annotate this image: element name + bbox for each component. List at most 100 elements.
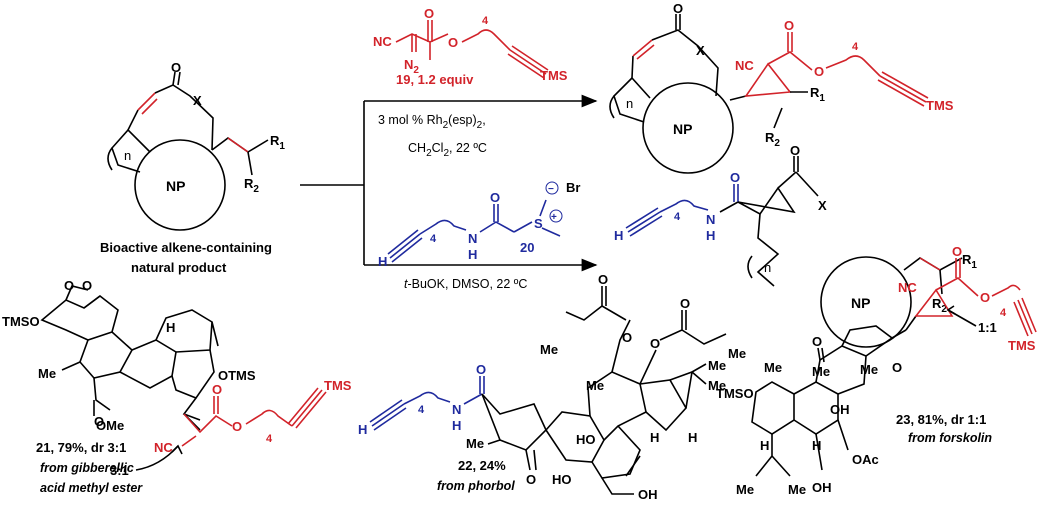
compound-22-source: from phorbol (437, 479, 515, 493)
svg-text:TMS: TMS (540, 68, 568, 83)
svg-text:OH: OH (830, 402, 850, 417)
svg-text:Me: Me (860, 362, 878, 377)
svg-text:O: O (448, 35, 458, 50)
svg-text:O: O (490, 190, 500, 205)
reagent-20: H 4 N H O S − + Br (378, 180, 580, 269)
condition-2: t-BuOK, DMSO, 22 ºC (404, 277, 527, 291)
svg-text:Me: Me (764, 360, 782, 375)
svg-text:H: H (760, 438, 769, 453)
np-label: NP (166, 178, 185, 194)
svg-text:O: O (892, 360, 902, 375)
svg-text:O: O (730, 170, 740, 185)
svg-text:O: O (232, 419, 242, 434)
svg-text:4: 4 (674, 211, 681, 223)
svg-text:O: O (598, 272, 608, 287)
reagent-20-label: 20 (520, 240, 534, 255)
svg-text:O: O (424, 6, 434, 21)
svg-text:H: H (650, 430, 659, 445)
svg-text:4: 4 (482, 15, 489, 27)
svg-text:Me: Me (708, 378, 726, 393)
svg-text:N: N (452, 402, 461, 417)
svg-text:Me: Me (788, 482, 806, 497)
svg-text:NC: NC (735, 58, 754, 73)
svg-text:−: − (548, 184, 554, 195)
svg-text:Me: Me (540, 342, 558, 357)
reagent-19-label: 19, 1.2 equiv (396, 72, 474, 87)
svg-text:X: X (696, 43, 705, 58)
carbonyl-o: O (171, 60, 181, 75)
svg-text:NC: NC (154, 440, 173, 455)
svg-text:OTMS: OTMS (218, 368, 256, 383)
svg-text:N: N (468, 231, 477, 246)
compound-22-label: 22, 24% (458, 458, 506, 473)
svg-text:H: H (452, 418, 461, 433)
reaction-arrows (300, 94, 598, 272)
red-alkene-bond (137, 92, 156, 111)
svg-text:OMe: OMe (96, 418, 124, 433)
svg-text:H: H (378, 254, 387, 269)
condition-1-line-1: 3 mol % Rh2(esp)2, (378, 113, 486, 131)
reagent-19: NC O O N2 4 TMS (373, 6, 568, 83)
svg-text:H: H (688, 430, 697, 445)
svg-text:4: 4 (852, 41, 859, 53)
svg-text:1:1: 1:1 (978, 320, 997, 335)
svg-text:O: O (790, 143, 800, 158)
compound-21-label: 21, 79%, dr 3:1 (36, 440, 126, 455)
product-cyclopropane-amide: NP H 4 N H O O X n R1 R2 (614, 143, 977, 348)
svg-text:N: N (706, 212, 715, 227)
compound-22: H 4 N H O Me O HO HO OH H H Me Me Me O O… (358, 272, 746, 502)
svg-text:TMS: TMS (1008, 338, 1036, 353)
paren-left (107, 147, 113, 171)
compound-21-source-1: from gibberellic (40, 461, 134, 475)
svg-text:3:1: 3:1 (110, 463, 129, 478)
compound-23-source: from forskolin (908, 431, 992, 445)
svg-text:4: 4 (418, 404, 425, 416)
svg-text:R1: R1 (810, 85, 825, 104)
bioactive-caption-2: natural product (131, 260, 227, 275)
svg-text:R2: R2 (765, 130, 780, 149)
svg-text:H: H (812, 438, 821, 453)
svg-text:O: O (784, 18, 794, 33)
svg-text:4: 4 (430, 233, 437, 245)
svg-text:X: X (818, 198, 827, 213)
svg-text:Me: Me (466, 436, 484, 451)
svg-text:Me: Me (38, 366, 56, 381)
svg-text:O: O (94, 414, 104, 429)
svg-text:O: O (650, 336, 660, 351)
product-cyclopropane-ester: NP O X n R1 R2 NC O O 4 TMS (609, 1, 954, 174)
svg-text:OH: OH (812, 480, 832, 495)
svg-text:O: O (212, 382, 222, 397)
svg-text:R1: R1 (962, 252, 977, 271)
svg-text:O: O (622, 330, 632, 345)
svg-text:O: O (526, 472, 536, 487)
svg-text:H: H (706, 228, 715, 243)
starting-material: NP O X n R1 R2 (107, 60, 285, 231)
svg-text:O: O (952, 244, 962, 259)
r1-label: R1 (270, 133, 285, 152)
compound-23: TMSO O O Me Me Me OH H H Me Me OAc OH NC… (716, 244, 1037, 497)
svg-text:HO: HO (552, 472, 572, 487)
svg-text:H: H (614, 228, 623, 243)
svg-text:n: n (764, 260, 771, 275)
svg-text:O: O (476, 362, 486, 377)
svg-text:N2: N2 (404, 57, 419, 76)
svg-text:Me: Me (812, 364, 830, 379)
svg-text:O: O (812, 334, 822, 349)
x-label: X (193, 93, 202, 108)
svg-text:NC: NC (898, 280, 917, 295)
svg-text:O: O (980, 290, 990, 305)
compound-21: TMSO O O Me H OTMS OMe O NC O O 4 TMS 3:… (2, 278, 352, 478)
svg-text:R2: R2 (932, 296, 947, 315)
svg-text:TMS: TMS (926, 98, 954, 113)
svg-text:H: H (468, 247, 477, 262)
svg-text:TMSO: TMSO (716, 386, 754, 401)
svg-text:Br: Br (566, 180, 580, 195)
svg-text:H: H (166, 320, 175, 335)
svg-text:4: 4 (1000, 307, 1007, 319)
svg-text:O: O (673, 1, 683, 16)
svg-text:OAc: OAc (852, 452, 879, 467)
r2-label: R2 (244, 176, 259, 195)
svg-text:H: H (358, 422, 367, 437)
svg-text:O: O (814, 64, 824, 79)
